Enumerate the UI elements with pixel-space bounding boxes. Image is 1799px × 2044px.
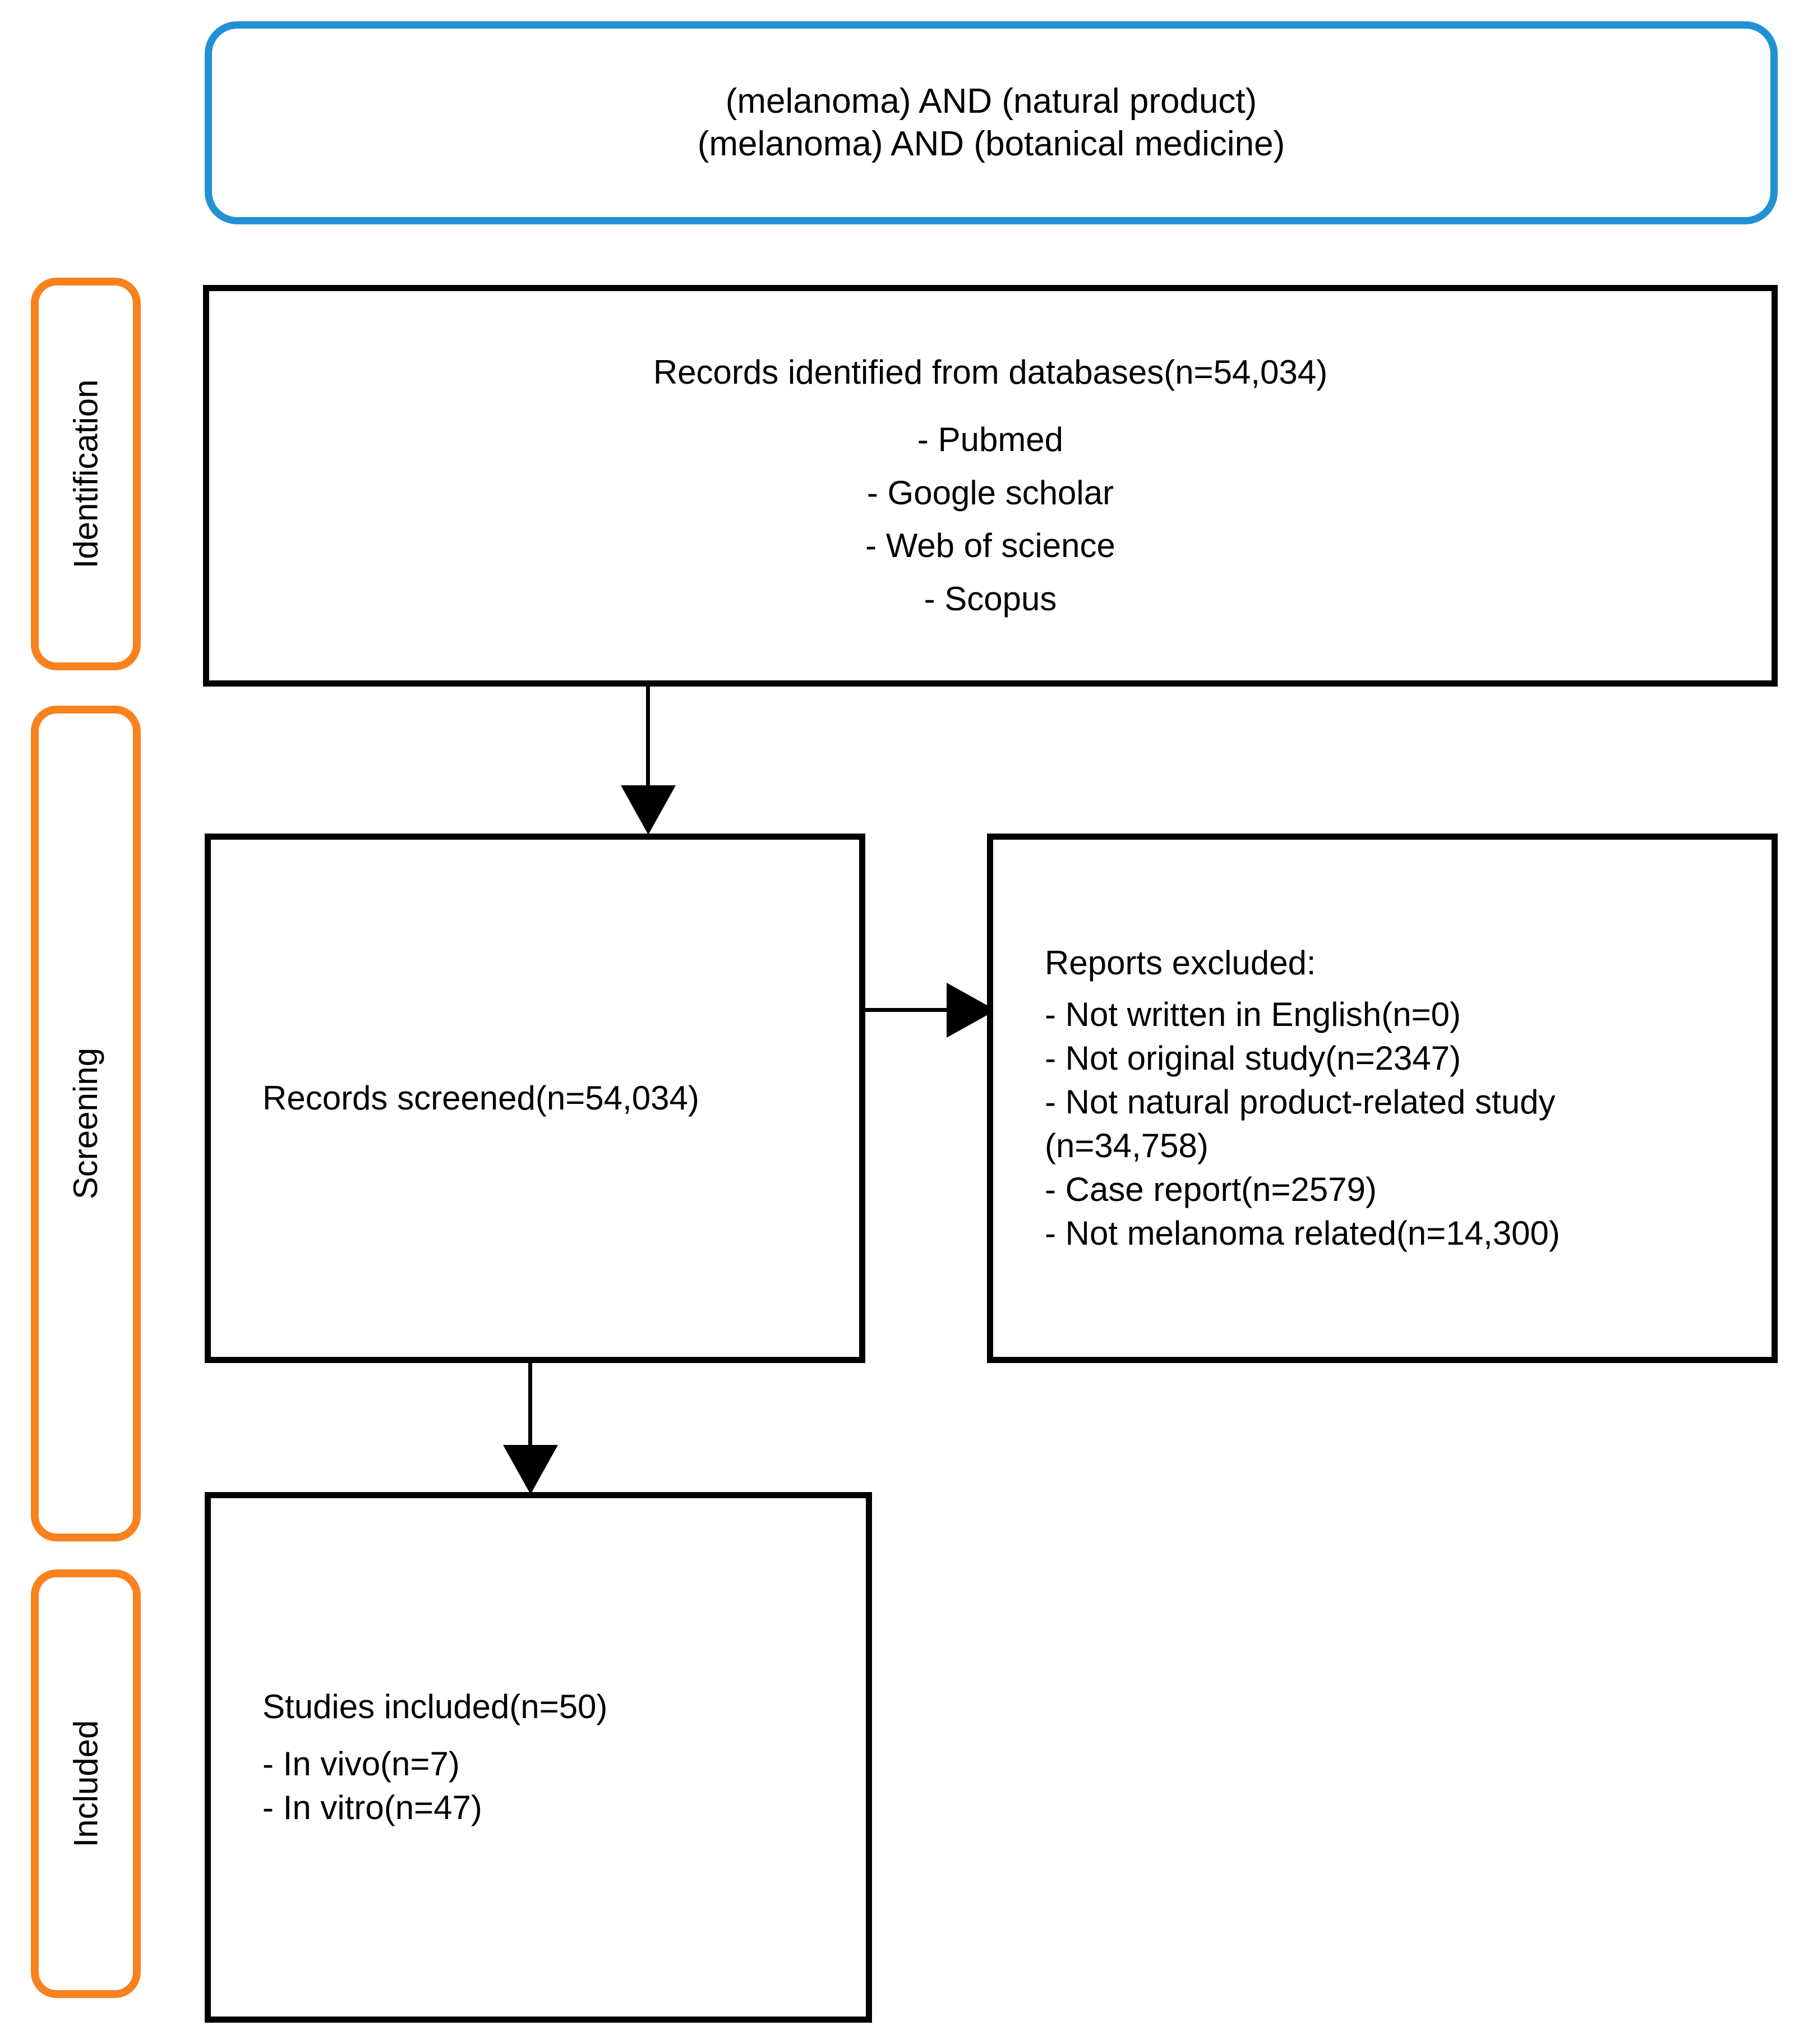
exclusion-reason-not-original-study: - Not original study(n=2347) <box>1045 1039 1461 1077</box>
exclusion-reason-case-report: - Case report(n=2579) <box>1045 1171 1377 1208</box>
records-identified-heading: Records identified from databases(n=54,0… <box>653 353 1328 392</box>
database-source-google-scholar: - Google scholar <box>866 473 1114 512</box>
database-source-pubmed: - Pubmed <box>917 421 1064 459</box>
studies-included-in-vivo: - In vivo(n=7) <box>262 1745 460 1783</box>
database-source-scopus: - Scopus <box>924 579 1057 618</box>
records-screened-label: Records screened(n=54,034) <box>262 1079 699 1117</box>
search-query-box: (melanoma) AND (natural product) (melano… <box>205 21 1778 224</box>
exclusion-reason-not-english: - Not written in English(n=0) <box>1045 996 1461 1033</box>
stage-tab-identification-label: Identification <box>67 379 105 569</box>
exclusion-reason-not-natural-product-count: (n=34,758) <box>1045 1127 1208 1164</box>
stage-tab-included-label: Included <box>67 1720 105 1848</box>
search-query-line-2: (melanoma) AND (botanical medicine) <box>697 125 1285 163</box>
stage-tab-included: Included <box>31 1569 141 1998</box>
search-query-line-1: (melanoma) AND (natural product) <box>725 82 1257 121</box>
stage-tab-screening: Screening <box>31 706 141 1541</box>
arrow-identification-to-screened-head-icon <box>621 785 676 835</box>
studies-included-heading: Studies included(n=50) <box>262 1688 608 1725</box>
arrow-screened-to-excluded-line <box>865 1008 949 1012</box>
stage-tab-identification: Identification <box>31 278 141 670</box>
reports-excluded-box: Reports excluded: - Not written in Engli… <box>987 834 1778 1363</box>
studies-included-in-vitro: - In vitro(n=47) <box>262 1789 482 1826</box>
records-identified-box: Records identified from databases(n=54,0… <box>203 285 1778 687</box>
arrow-identification-to-screened-line <box>646 685 650 790</box>
arrow-screened-to-included-head-icon <box>503 1445 558 1494</box>
exclusion-reason-not-natural-product: - Not natural product-related study <box>1045 1083 1556 1121</box>
arrow-screened-to-included-line <box>528 1362 532 1449</box>
records-screened-box: Records screened(n=54,034) <box>205 834 865 1363</box>
studies-included-box: Studies included(n=50) - In vivo(n=7) - … <box>205 1492 872 2023</box>
reports-excluded-heading: Reports excluded: <box>1045 944 1316 982</box>
exclusion-reason-not-melanoma-related: - Not melanoma related(n=14,300) <box>1045 1214 1560 1252</box>
database-source-web-of-science: - Web of science <box>865 527 1115 565</box>
stage-tab-screening-label: Screening <box>67 1047 104 1200</box>
